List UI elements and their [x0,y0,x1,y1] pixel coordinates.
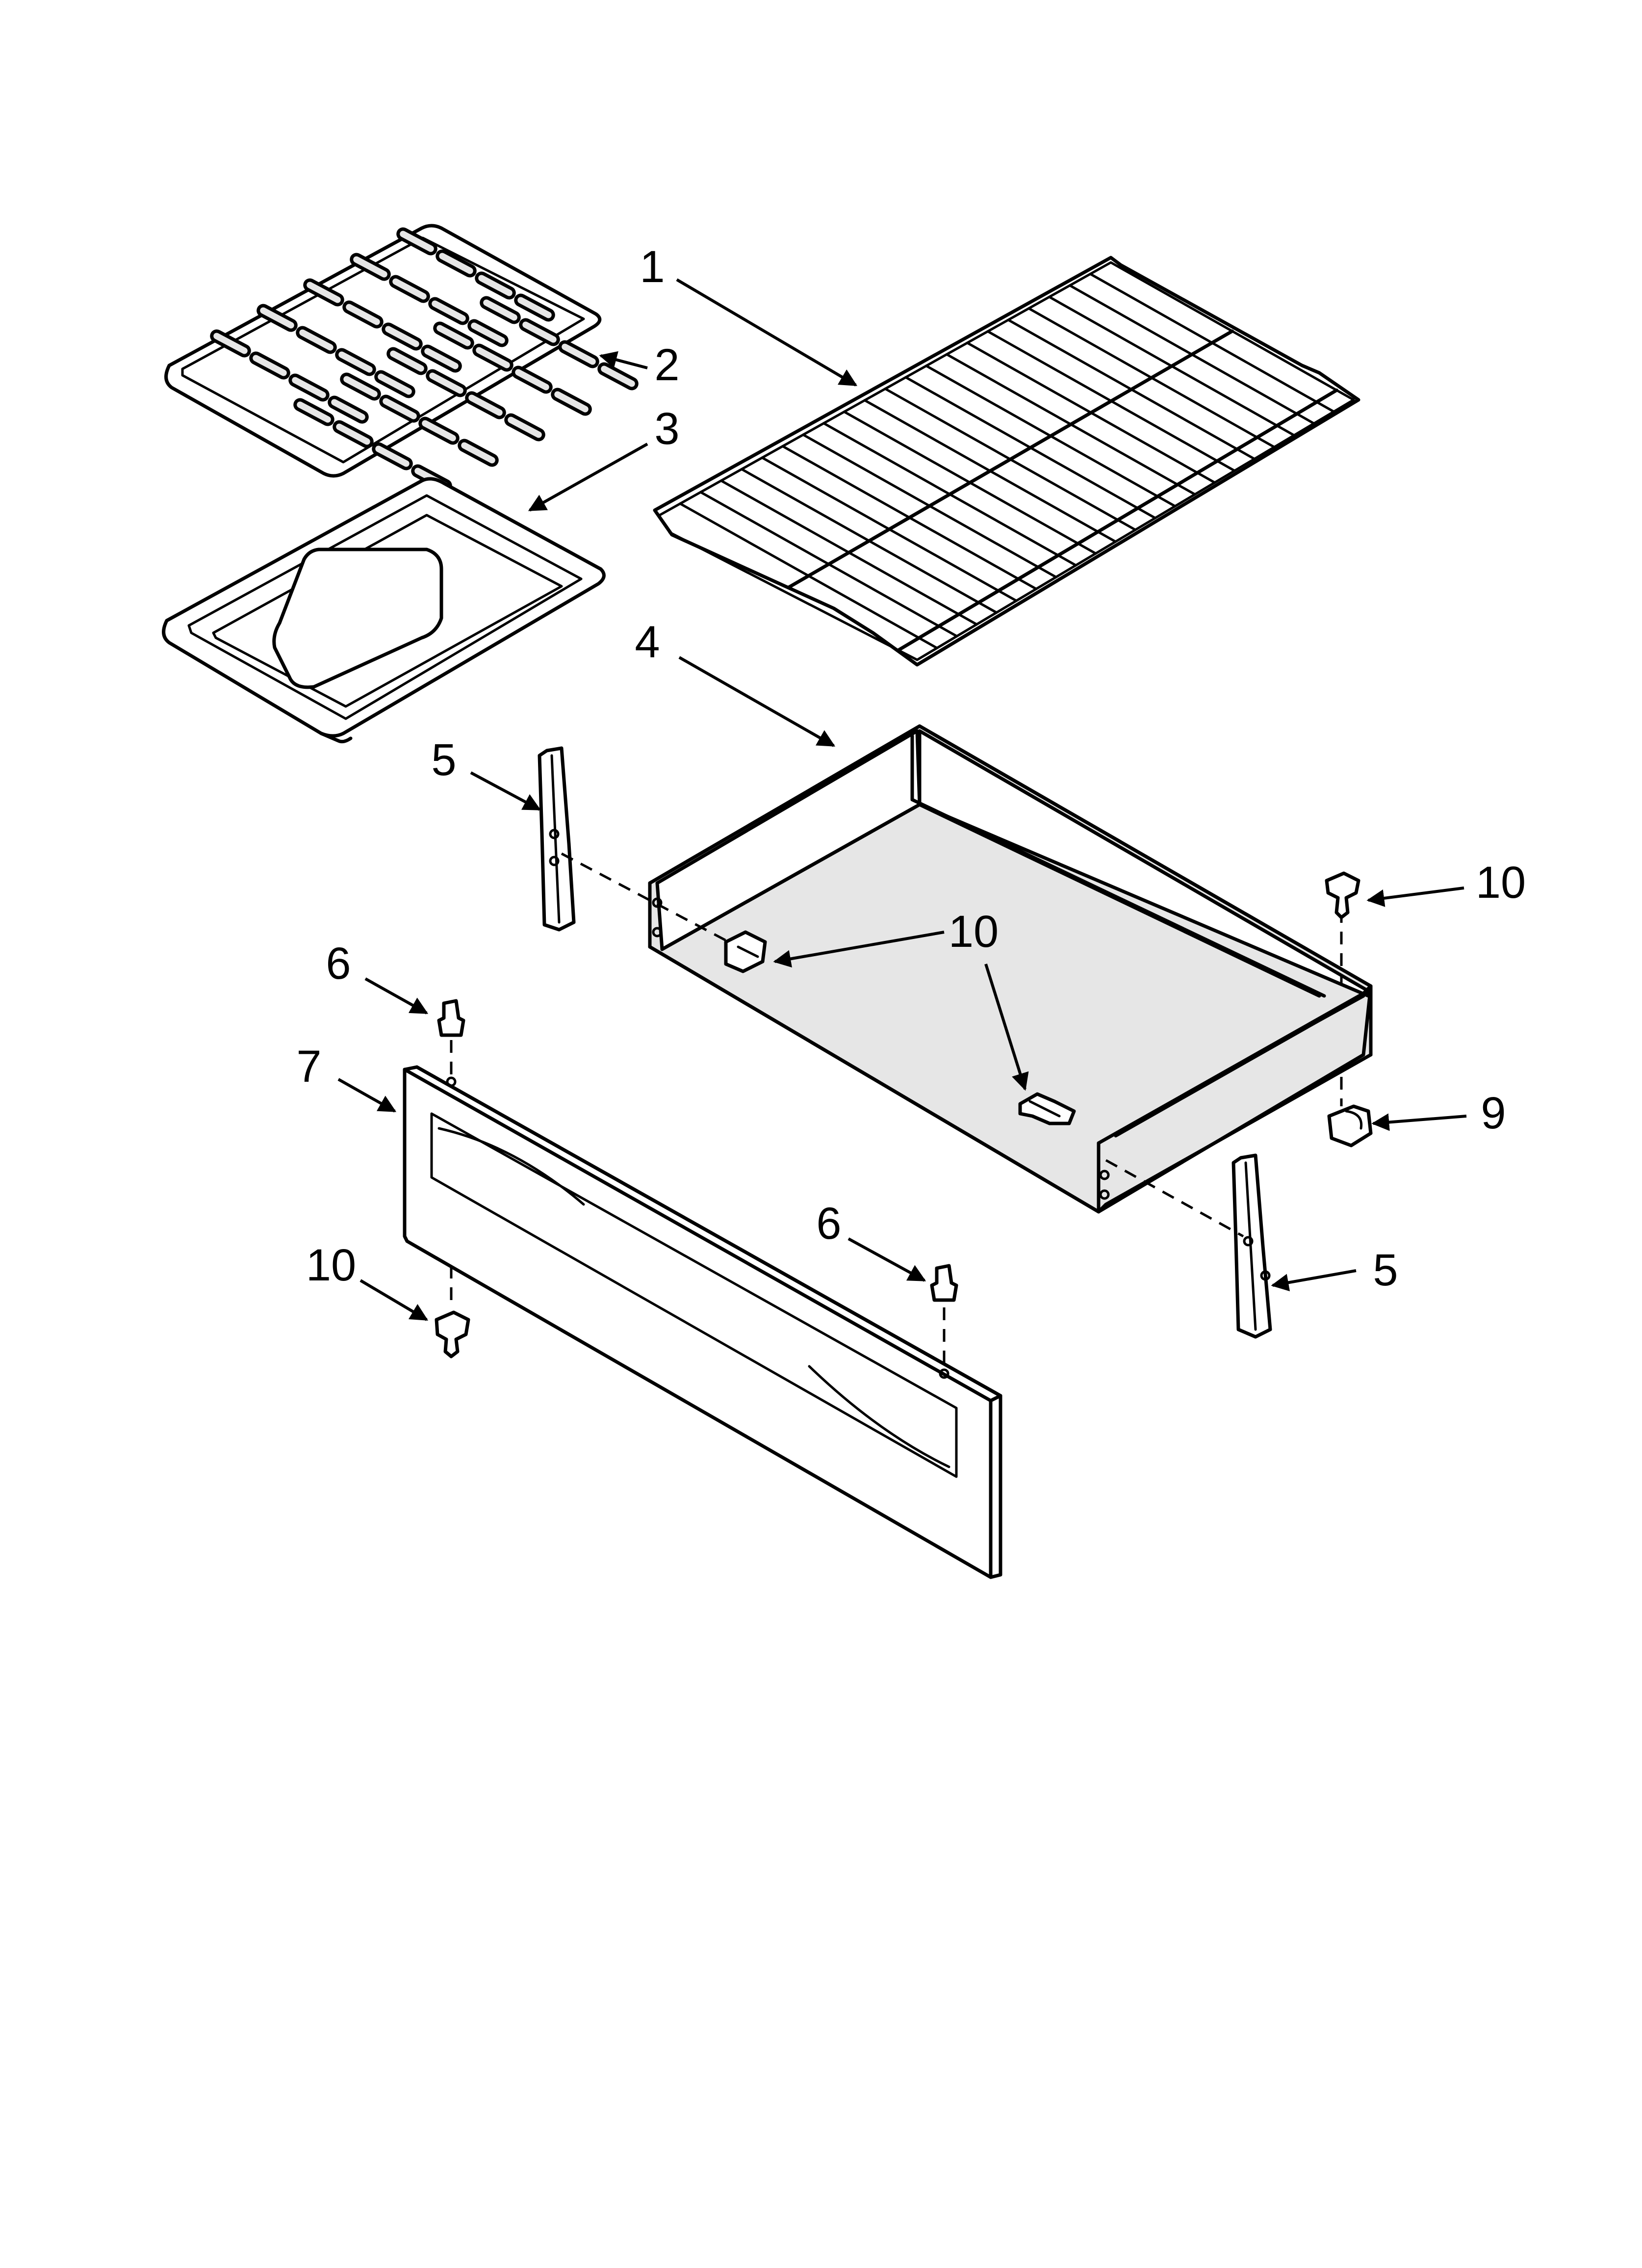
oven-rack-icon [653,256,1360,667]
grid-slot [475,271,516,300]
grid-slot [426,369,467,397]
grid-slot [249,351,290,380]
callout-10: 10 [306,1240,356,1290]
grid-slot [335,348,376,376]
grid-slot [558,340,599,368]
grid-slot [465,391,506,419]
callout-4: 4 [635,617,660,667]
callout-1: 1 [640,242,665,292]
stud-icon [930,1264,958,1302]
grid-slot [512,365,553,394]
grid-slot [504,413,545,442]
rack-spine [787,329,1234,589]
grid-slot [480,296,521,324]
grid-slot [458,439,499,467]
callout-3: 3 [654,404,679,454]
grid-slot [340,372,381,401]
grid-slot [421,344,462,373]
rack-spine [897,388,1338,652]
callout-6: 6 [326,938,351,989]
broiler-grid-icon [164,224,639,493]
grid-slot [389,275,430,303]
drawer-slide-icon [538,746,576,932]
grid-slot [257,304,298,332]
broiler-grid-slots [210,227,639,493]
drawer-slide-icon [1232,1153,1272,1339]
callout-10: 10 [1476,858,1526,908]
callout-leaders [337,278,1467,1321]
callout-10: 10 [949,907,999,957]
callout-5: 5 [431,735,456,785]
grid-slot [433,321,474,350]
grid-slot [396,227,437,256]
alignment-line [1105,1159,1244,1238]
grid-slot [374,370,415,398]
drawer-body-icon [648,724,1373,1214]
grid-slot [288,373,330,402]
grid-slot [551,388,592,416]
grid-slot [342,300,384,329]
grid-slot [418,417,460,445]
grid-slot [328,395,369,424]
screw-icon [1325,871,1360,919]
grid-slot [333,420,374,448]
grid-slot [293,398,334,426]
grid-slot [472,343,513,372]
broiler-pan-icon [162,477,606,744]
grid-slot [436,249,477,278]
screw-icon [724,930,767,973]
stud-icon [437,999,465,1037]
screw-icon [435,1310,470,1358]
grid-slot [597,362,639,391]
alignment-line [561,852,739,948]
callout-9: 9 [1481,1088,1506,1138]
grid-slot [210,329,251,358]
drawer-front-panel-icon [403,1065,1002,1579]
grid-slot [428,297,469,325]
grid-slot [303,278,344,307]
callout-5: 5 [1373,1245,1398,1295]
grid-slot [467,319,509,347]
grid-slot [379,394,420,423]
grid-slot [519,318,560,346]
callout-2: 2 [654,340,679,390]
grid-slot [382,322,423,351]
drawer-stop-clip-icon [1327,1104,1373,1147]
grid-slot [386,347,428,375]
callout-6: 6 [816,1199,841,1249]
screw-icon [1018,1092,1076,1125]
grid-slot [514,293,555,322]
grid-slot [350,253,391,281]
grid-slot [372,442,413,470]
callout-7: 7 [296,1042,321,1092]
grid-slot [296,326,337,354]
oven-rack-bars [679,272,1338,652]
